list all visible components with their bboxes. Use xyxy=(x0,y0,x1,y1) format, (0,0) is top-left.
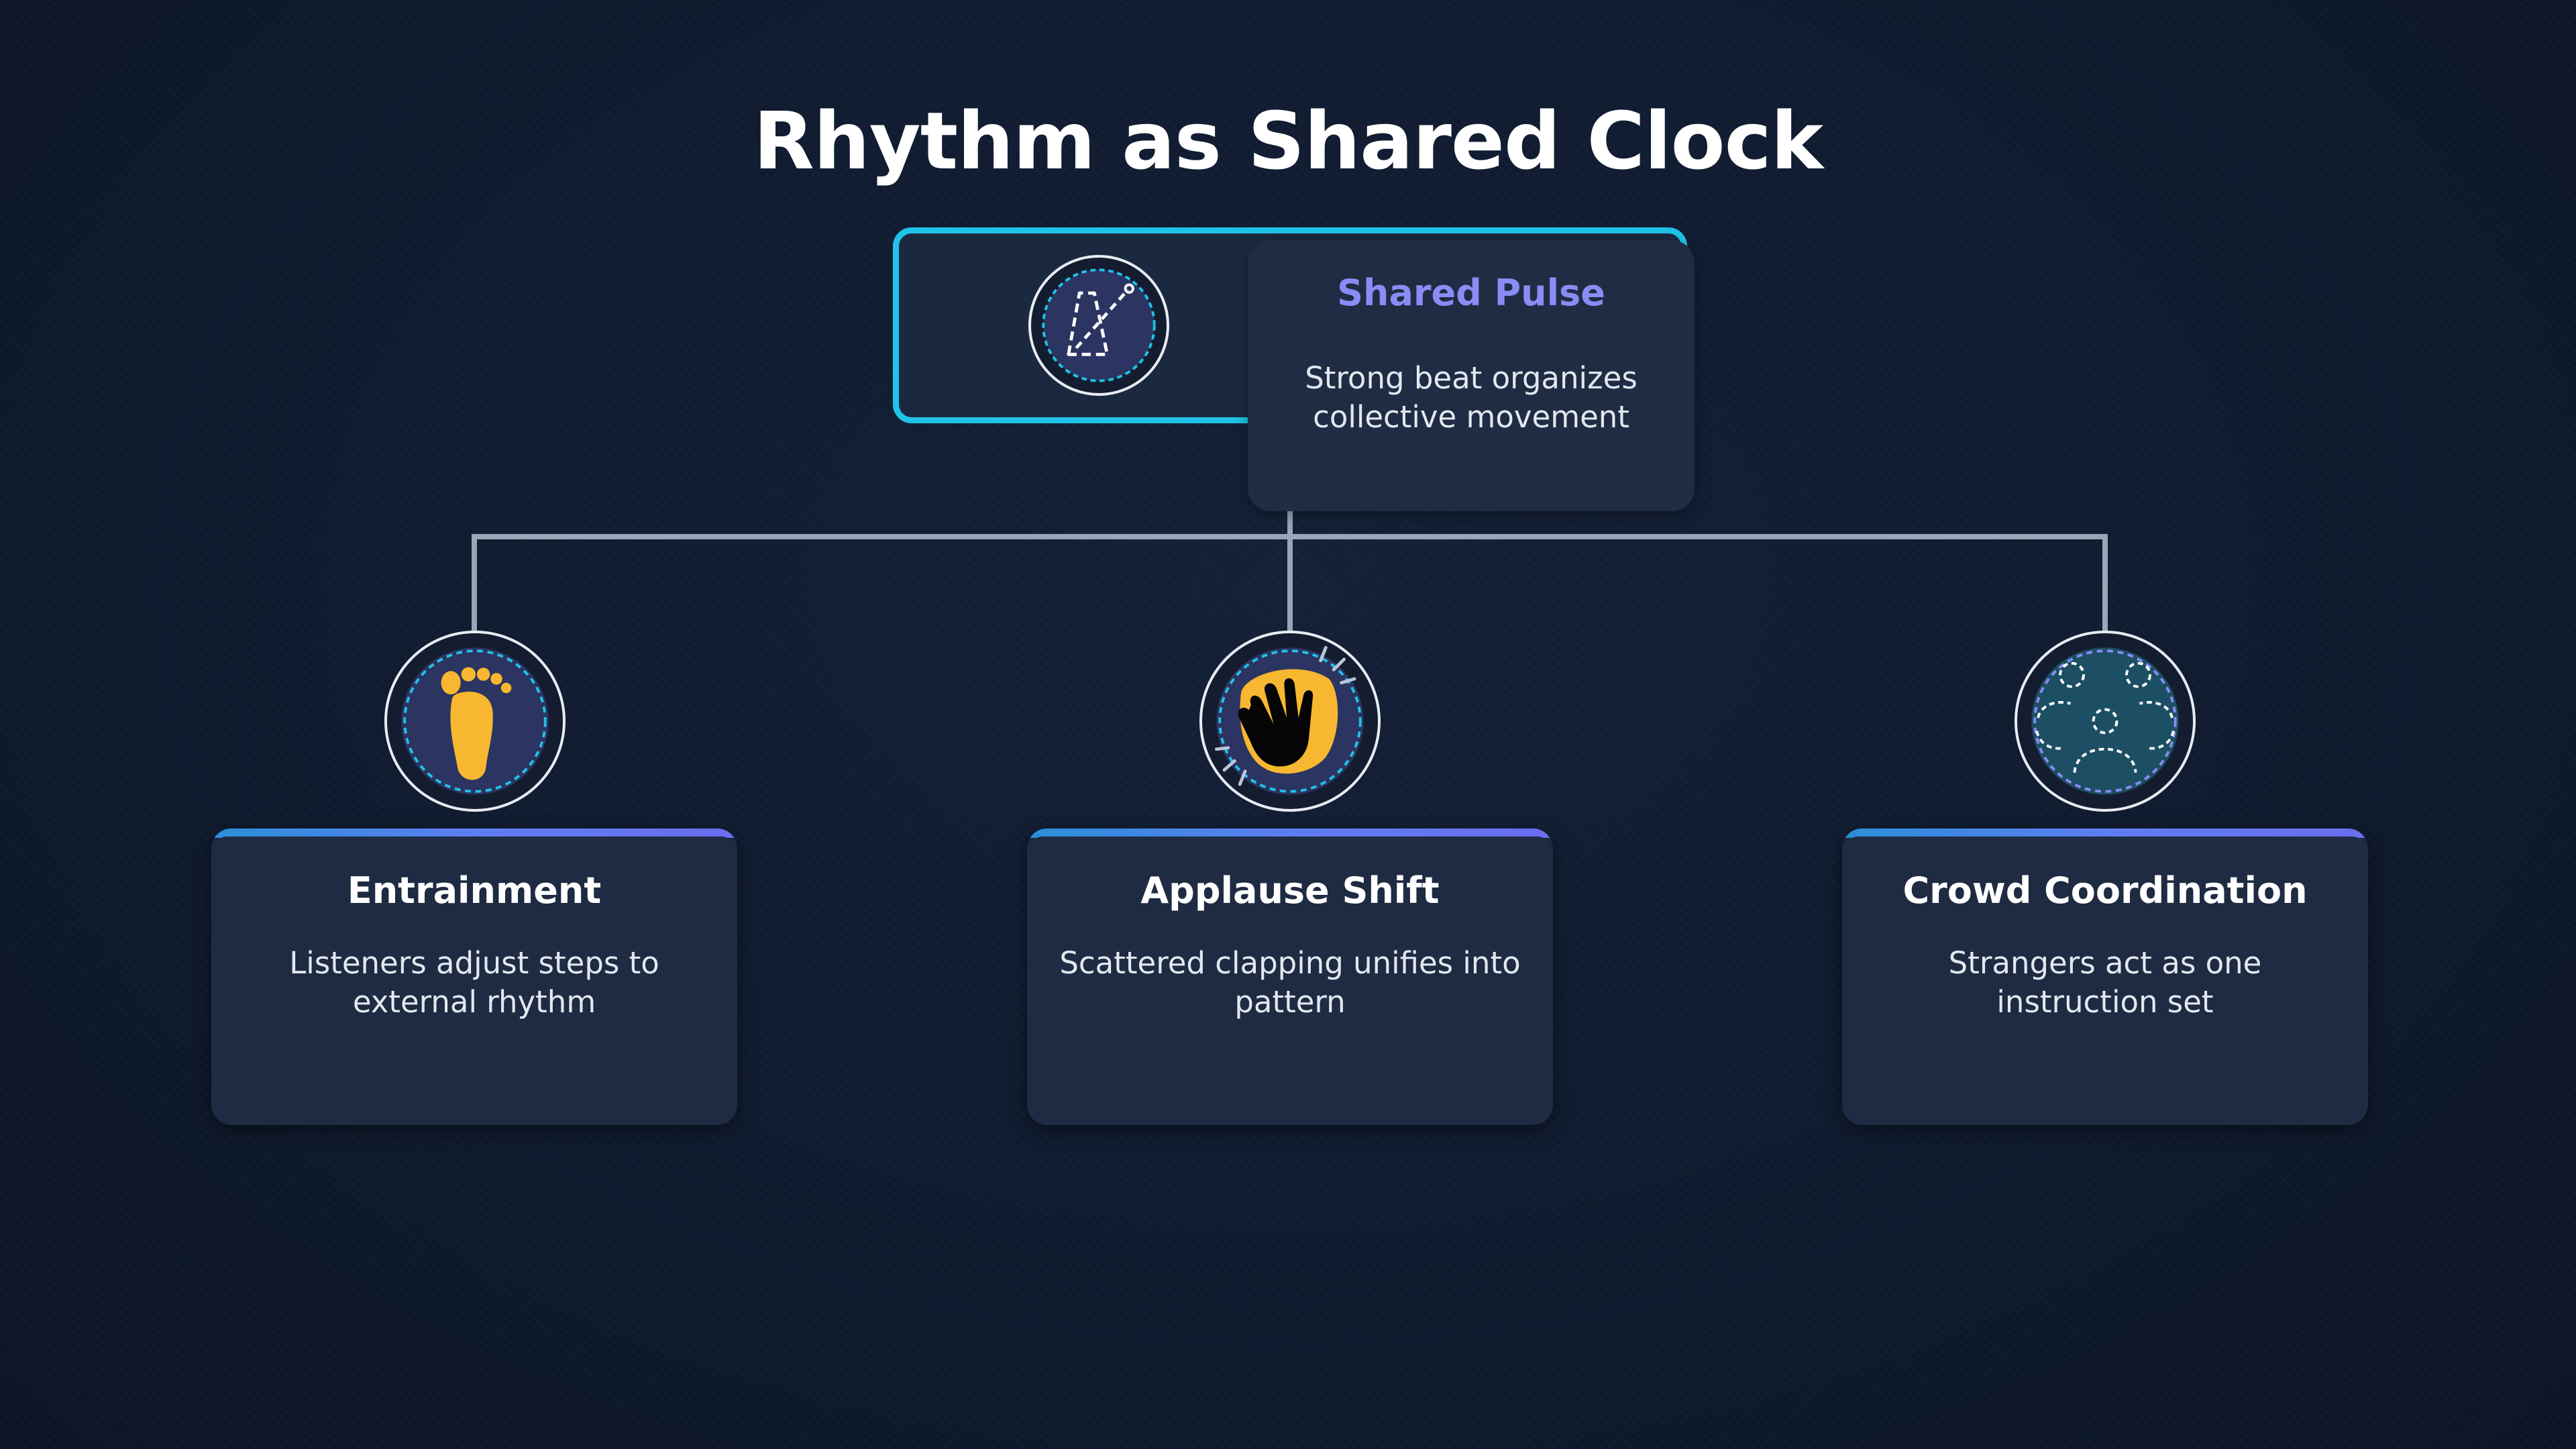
root-node-description: Strong beat organizes collective movemen… xyxy=(1305,360,1638,435)
card-description: Scattered clapping unifies into pattern xyxy=(1059,945,1521,1020)
card-crowd-coordination: Crowd Coordination Strangers act as one … xyxy=(1842,828,2368,1125)
card-accent-bar xyxy=(1027,828,1553,838)
card-body xyxy=(1842,837,2368,1125)
footprint-icon xyxy=(384,631,566,812)
card-body xyxy=(211,837,737,1125)
card-accent-bar xyxy=(1842,828,2368,838)
card-description: Listeners adjust steps to external rhyth… xyxy=(289,945,659,1020)
card-applause-shift: Applause Shift Scattered clapping unifie… xyxy=(1027,828,1553,1125)
diagram-title: Rhythm as Shared Clock xyxy=(753,95,1823,187)
root-node-title: Shared Pulse xyxy=(1337,272,1605,314)
metronome-icon xyxy=(1028,255,1169,396)
card-title: Crowd Coordination xyxy=(1902,869,2308,912)
card-title: Applause Shift xyxy=(1140,869,1440,912)
root-node-card xyxy=(1248,240,1695,511)
clapping-hands-icon xyxy=(1199,631,1381,812)
card-body xyxy=(1027,837,1553,1125)
card-entrainment: Entrainment Listeners adjust steps to ex… xyxy=(211,828,737,1125)
card-accent-bar xyxy=(211,828,737,838)
card-title: Entrainment xyxy=(347,869,602,912)
card-description: Strangers act as one instruction set xyxy=(1948,945,2262,1020)
crowd-icon xyxy=(2015,631,2196,812)
